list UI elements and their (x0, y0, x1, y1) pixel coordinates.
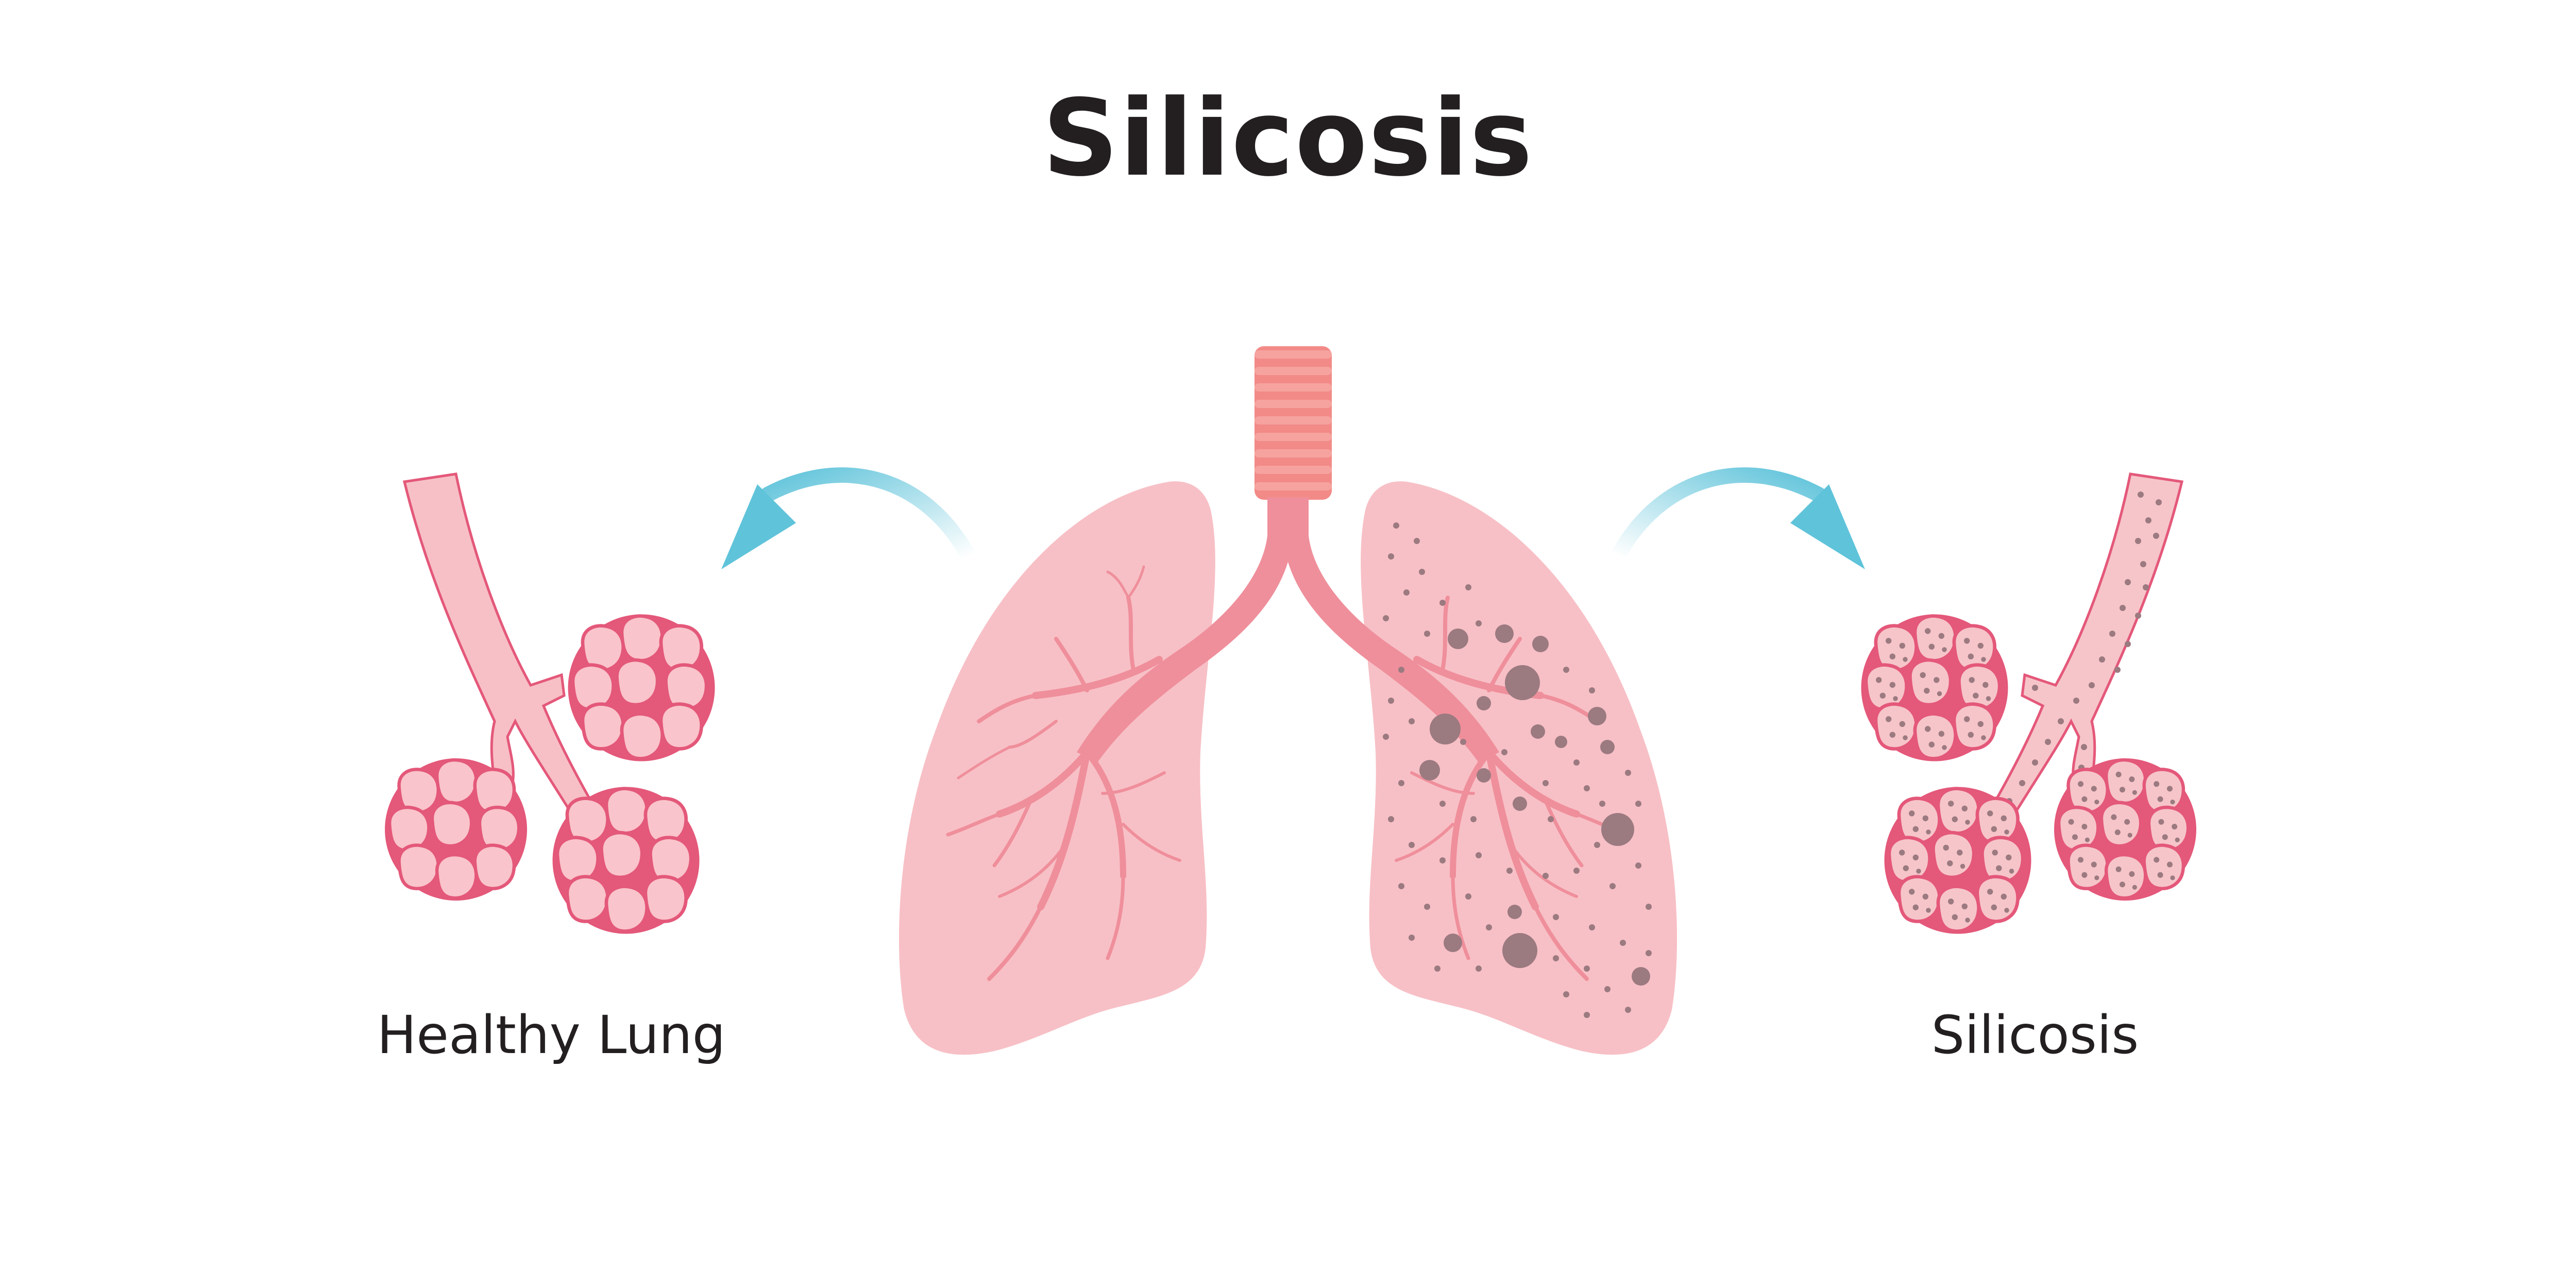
left-lung-lobe (899, 481, 1215, 1055)
silicosis-alveoli-illustration (1861, 472, 2197, 934)
left-bronchial-tree (946, 565, 1181, 981)
arrow-curved-left-icon (721, 467, 976, 569)
arrow-curved-right-icon (1610, 467, 1865, 569)
trachea (1255, 346, 1332, 500)
healthy-alveoli-illustration (385, 472, 715, 934)
healthy-lung-caption: Healthy Lung (377, 1005, 726, 1066)
right-lung-lobe (1361, 481, 1677, 1055)
silicosis-caption: Silicosis (1931, 1005, 2139, 1066)
silica-particles (1383, 522, 1652, 1018)
lungs-illustration (899, 346, 1677, 1055)
diagram-title: Silicosis (1042, 77, 1534, 200)
